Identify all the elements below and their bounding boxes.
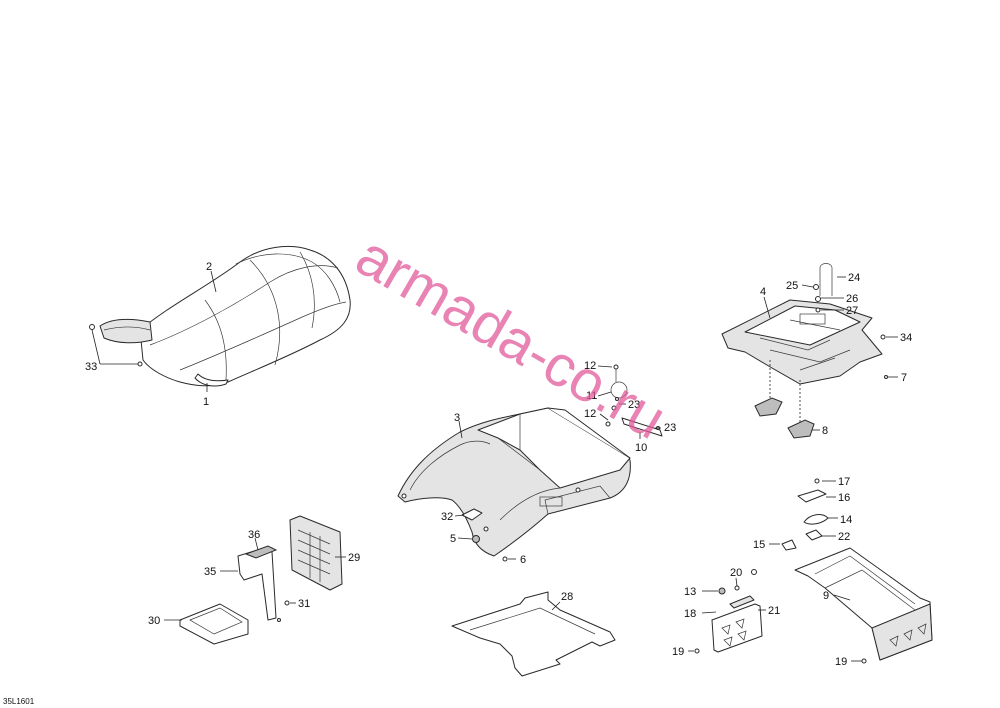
callout-8: 8 [822, 425, 828, 437]
callout-16: 16 [838, 492, 850, 504]
callout-22: 22 [838, 531, 850, 543]
callout-21: 21 [768, 605, 780, 617]
callout-19: 19 [672, 646, 684, 658]
callout-17: 17 [838, 476, 850, 488]
callout-9: 9 [823, 590, 829, 602]
callout-35: 35 [204, 566, 216, 578]
callout-18: 18 [684, 608, 696, 620]
callout-23b: 23 [664, 422, 676, 434]
callout-26: 26 [846, 293, 858, 305]
callout-3: 3 [454, 412, 460, 424]
callout-4: 4 [760, 286, 766, 298]
hitch-bracket [781, 478, 933, 661]
callout-31: 31 [298, 598, 310, 610]
callout-23: 23 [628, 399, 640, 411]
callout-20: 20 [730, 567, 742, 579]
platform-callouts: 4 24 25 26 27 34 7 8 [760, 272, 912, 437]
callout-10: 10 [635, 442, 647, 454]
tub-callouts: 3 32 5 6 [441, 412, 526, 566]
callout-7: 7 [901, 372, 907, 384]
rear-platform [721, 263, 888, 439]
latch-callouts: 12 11 23 12 10 23 [584, 360, 676, 454]
callout-36: 36 [248, 529, 260, 541]
seat-callouts: 2 1 33 [85, 261, 217, 408]
callout-2: 2 [206, 261, 212, 273]
callout-1: 1 [203, 396, 209, 408]
callout-19b: 19 [835, 656, 847, 668]
callout-12b: 12 [584, 408, 596, 420]
callout-6: 6 [520, 554, 526, 566]
latch-assembly [605, 364, 663, 437]
plate-bracket [694, 569, 763, 654]
floor-mat: 28 [451, 591, 616, 677]
callout-24: 24 [848, 272, 860, 284]
callout-30: 30 [148, 615, 160, 627]
callout-11: 11 [586, 390, 597, 402]
callout-29: 29 [348, 552, 360, 564]
callout-13: 13 [684, 586, 696, 598]
callout-5: 5 [450, 533, 456, 545]
seat-assembly [89, 245, 351, 387]
callout-33: 33 [85, 361, 97, 373]
storage-box-assembly [179, 515, 343, 645]
callout-25: 25 [786, 280, 798, 292]
callout-12: 12 [584, 360, 596, 372]
diagram-code: 35L1601 [3, 697, 35, 706]
callout-14: 14 [840, 514, 852, 526]
plate-callouts: 20 13 18 21 19 [672, 567, 780, 658]
callout-28: 28 [561, 591, 573, 603]
callout-27: 27 [846, 305, 858, 317]
callout-34: 34 [900, 332, 912, 344]
hitch-callouts: 17 16 14 22 15 9 19 [753, 476, 867, 668]
callout-32: 32 [441, 511, 453, 523]
callout-15: 15 [753, 539, 765, 551]
box-callouts: 36 29 35 31 30 [148, 529, 360, 627]
storage-tub [397, 407, 631, 562]
